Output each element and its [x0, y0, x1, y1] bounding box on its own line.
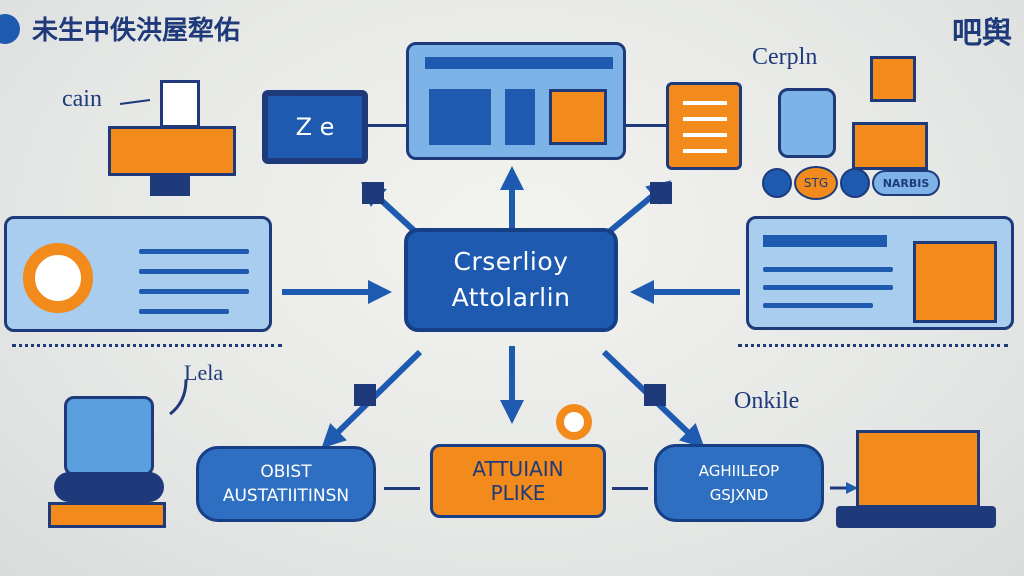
- arrow-tail-square: [354, 384, 376, 406]
- text-line: [139, 249, 249, 254]
- node-bottom-left[interactable]: OBIST AUSTATIITINSN: [196, 446, 376, 522]
- list-document-icon: [666, 82, 742, 170]
- badge-stg: STG: [794, 166, 838, 200]
- gear-icon: [23, 243, 93, 313]
- tablet-icon: [778, 88, 836, 158]
- top-screen-panel: [406, 42, 626, 160]
- robot-base-icon: [48, 502, 166, 528]
- left-gear-panel: [4, 216, 272, 332]
- page-title: 未生中佚洪屋犂佑: [32, 16, 241, 46]
- right-boxes-panel: [746, 216, 1014, 330]
- text-line: [763, 285, 893, 290]
- divider-dots: [12, 344, 282, 347]
- monitor-panel: Z e: [262, 90, 368, 164]
- text-line: [139, 289, 249, 294]
- arrow-tail-square: [362, 182, 384, 204]
- arrow-tail-square: [644, 384, 666, 406]
- badge-narbis: NARBIS: [872, 170, 940, 196]
- arrow-lela: [169, 379, 188, 416]
- text-line: [139, 269, 249, 274]
- robot-wheels-icon: [54, 472, 164, 502]
- label-onkile: Onkile: [734, 388, 800, 414]
- header-right-title: 吧舆: [952, 16, 1012, 51]
- text-line: [763, 267, 893, 272]
- gear-small-icon: [556, 404, 592, 440]
- chat-bubble-icon: [870, 56, 916, 102]
- label-leila: Lela: [184, 360, 224, 385]
- divider-dots: [738, 344, 1008, 347]
- screen-titlebar: [425, 57, 613, 69]
- center-node[interactable]: Crserlioy Attolarlin: [404, 228, 618, 332]
- document-icon: [160, 80, 200, 128]
- package-icon: [856, 430, 980, 508]
- center-node-line2: Attolarlin: [451, 283, 571, 312]
- center-node-line1: Crserlioy: [453, 247, 569, 276]
- node-bottom-middle[interactable]: ATTUIAIN PLIKE: [430, 444, 606, 518]
- connector-line: [368, 124, 406, 127]
- box-icon: [852, 122, 928, 170]
- tile-icon: [505, 89, 535, 145]
- stacked-boxes-icon: [913, 241, 997, 323]
- connector-line: [626, 124, 666, 127]
- orange-box-icon: [108, 126, 236, 176]
- badge-icon: [762, 168, 792, 198]
- label-cain: cain: [62, 86, 102, 112]
- panel-titlebar: [763, 235, 887, 247]
- arrow-tail-square: [650, 182, 672, 204]
- connector-line: [612, 487, 648, 490]
- tile-icon: [429, 89, 491, 145]
- grid-tile-icon: [549, 89, 607, 145]
- connector-line: [384, 487, 420, 490]
- node-bottom-right[interactable]: AGHIILEOP GSJXND: [654, 444, 824, 522]
- header-badge-icon: [0, 14, 20, 44]
- monitor-glyph: Z e: [268, 96, 362, 158]
- robot-body-icon: [64, 396, 154, 476]
- package-base-icon: [836, 506, 996, 528]
- badge-icon: [840, 168, 870, 198]
- text-line: [139, 309, 229, 314]
- text-line: [763, 303, 873, 308]
- monitor-stand-icon: [150, 176, 190, 196]
- arrow-cain: [119, 99, 151, 105]
- label-cerpin: Cerpln: [752, 44, 818, 70]
